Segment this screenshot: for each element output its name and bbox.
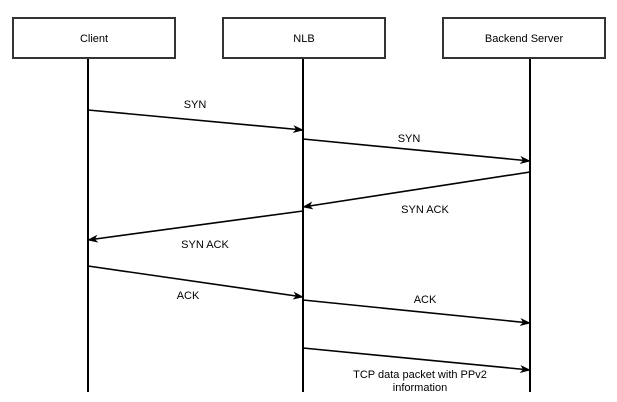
participants-group: Client NLB Backend Server xyxy=(12,17,606,59)
msg-synack-nlb-client-label: SYN ACK xyxy=(181,239,229,251)
participant-nlb[interactable]: NLB xyxy=(222,17,386,59)
participant-client[interactable]: Client xyxy=(12,17,176,59)
messages-group: SYN SYN SYN ACK SYN ACK ACK ACK TCP data packe… xyxy=(87,99,531,394)
msg-ack-nlb-backend-label: ACK xyxy=(414,294,437,306)
msg-syn-client-nlb-arrow xyxy=(87,109,304,134)
participant-label-backend: Backend Server xyxy=(485,33,564,45)
msg-syn-nlb-backend-label: SYN xyxy=(398,133,421,145)
participant-label-nlb: NLB xyxy=(293,33,314,45)
msg-ack-client-nlb-arrow xyxy=(87,265,304,300)
msg-ack-nlb-backend-arrow xyxy=(302,299,531,326)
msg-ack-client-nlb: ACK xyxy=(87,265,304,302)
msg-synack-nlb-client: SYN ACK xyxy=(87,210,304,251)
msg-syn-nlb-backend-arrow xyxy=(302,138,531,165)
msg-ack-nlb-backend: ACK xyxy=(302,294,531,326)
participant-box-backend[interactable] xyxy=(442,17,606,59)
msg-synack-backend-nlb: SYN ACK xyxy=(302,171,531,216)
msg-syn-client-nlb-label: SYN xyxy=(184,99,207,111)
participant-box-nlb[interactable] xyxy=(222,17,386,59)
msg-syn-client-nlb: SYN xyxy=(87,99,304,134)
msg-syn-nlb-backend: SYN xyxy=(302,133,531,165)
msg-synack-backend-nlb-arrow xyxy=(302,171,531,210)
msg-tcp-data-nlb-backend-label-line2: information xyxy=(393,382,447,394)
msg-synack-nlb-client-arrow xyxy=(87,210,304,243)
msg-ack-client-nlb-label: ACK xyxy=(177,290,200,302)
participant-label-client: Client xyxy=(80,33,108,45)
lifelines-group xyxy=(87,58,531,392)
participant-backend[interactable]: Backend Server xyxy=(442,17,606,59)
participant-box-client[interactable] xyxy=(12,17,176,59)
msg-tcp-data-nlb-backend-label: TCP data packet with PPv2 xyxy=(353,369,487,381)
msg-tcp-data-nlb-backend-arrow xyxy=(302,347,531,374)
msg-synack-backend-nlb-label: SYN ACK xyxy=(401,204,449,216)
